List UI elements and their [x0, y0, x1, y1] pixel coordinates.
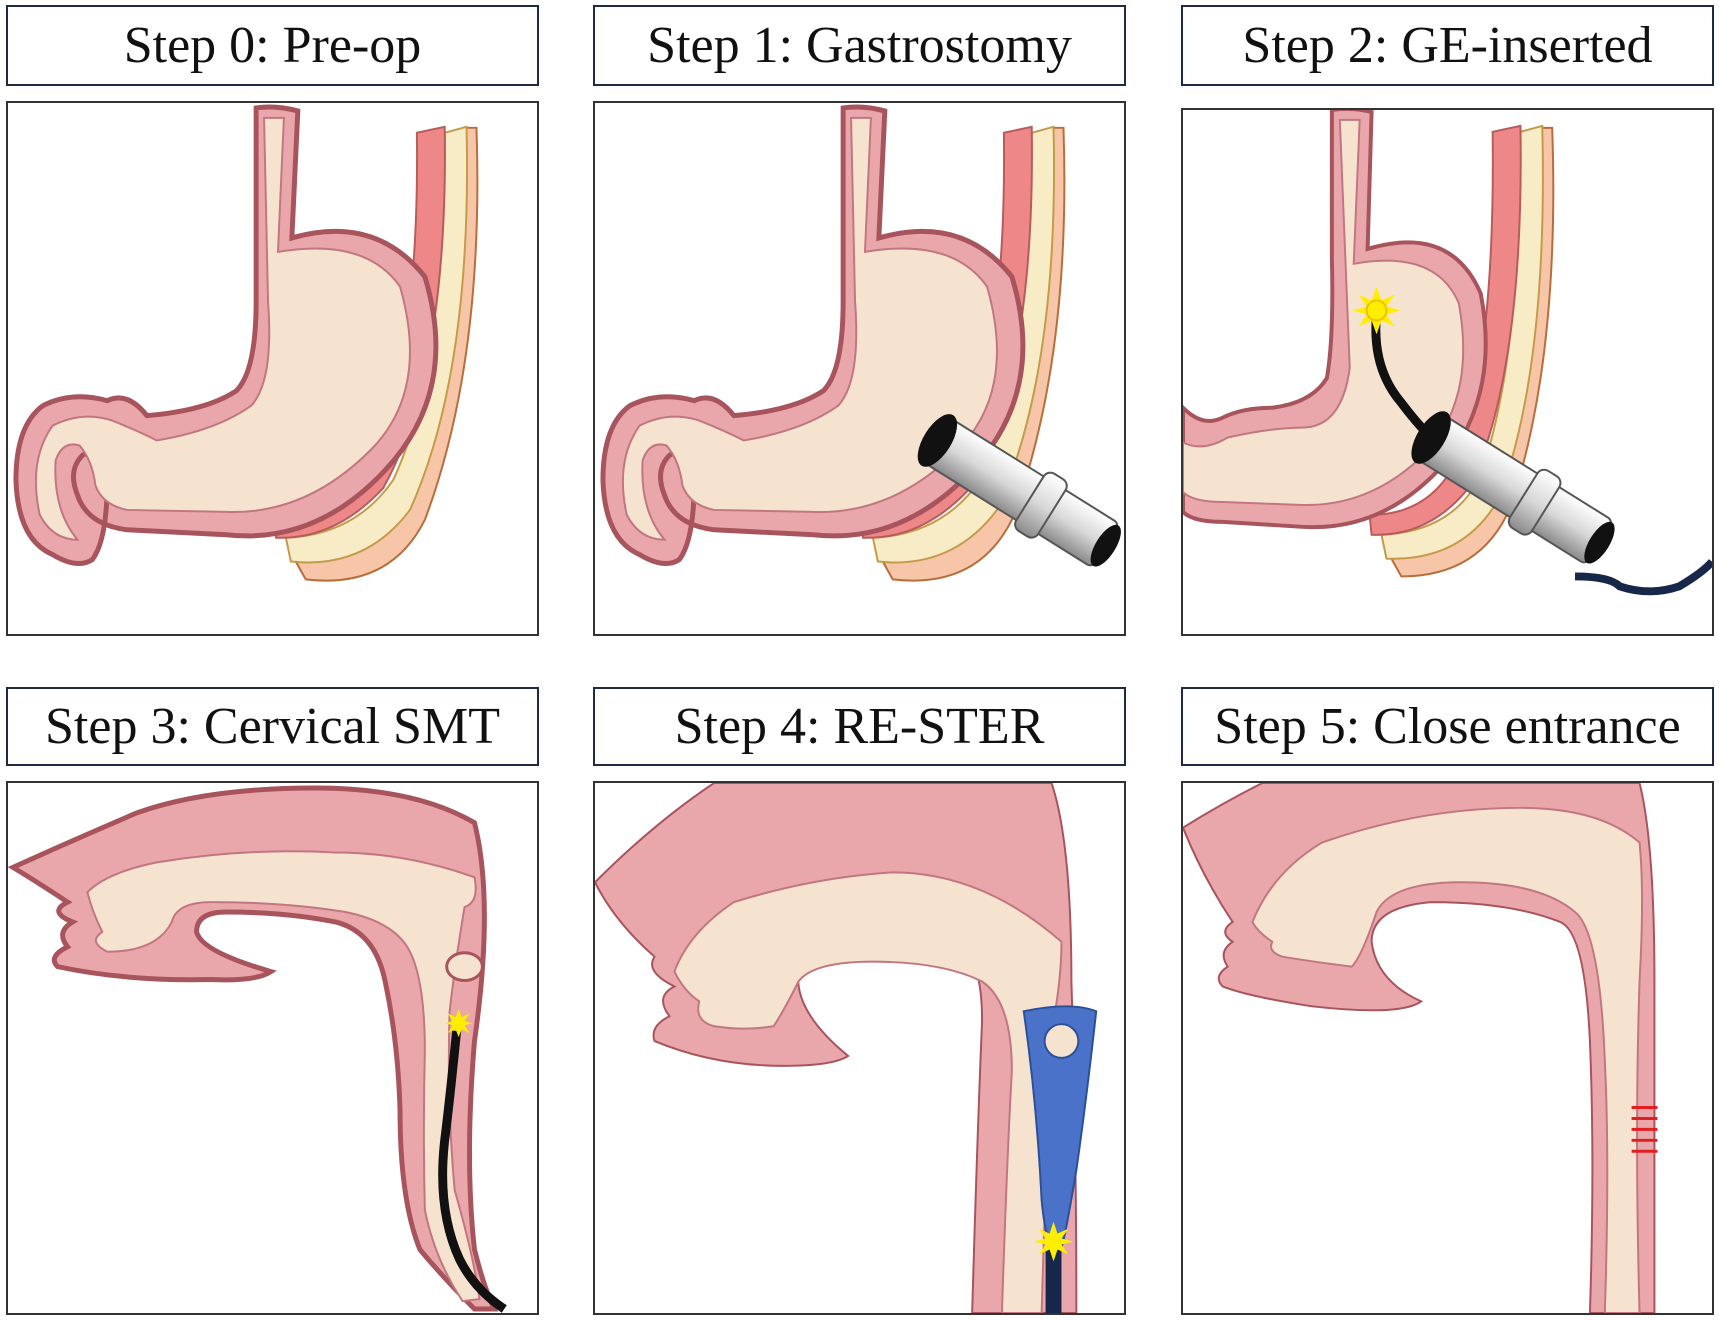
step-0-panel — [6, 101, 539, 636]
step-1-title: Step 1: Gastrostomy — [593, 5, 1126, 86]
clip-closure-icon — [1631, 1106, 1658, 1153]
gastrostomy-port-icon — [1411, 411, 1615, 564]
stomach-diagram — [13, 104, 479, 582]
step-4-title: Step 4: RE-STER — [593, 687, 1126, 766]
tumor-icon — [445, 951, 484, 982]
step-1-panel — [593, 101, 1126, 636]
endoscope-light-icon — [444, 1009, 473, 1038]
head-neck-diagram-closed — [1183, 783, 1658, 1313]
step-2-title: Step 2: GE-inserted — [1181, 5, 1714, 86]
endoscope-shaft — [1371, 314, 1435, 441]
step-5-panel — [1181, 781, 1714, 1315]
step-4-panel — [593, 781, 1126, 1315]
endoscope-light-icon — [1352, 286, 1401, 335]
cable-icon — [1575, 558, 1712, 596]
submucosal-tunnel — [1022, 1005, 1098, 1252]
gastrostomy-port-icon — [917, 414, 1121, 567]
step-3-panel — [6, 781, 539, 1315]
head-neck-diagram — [8, 785, 507, 1313]
head-neck-lumen — [86, 850, 481, 1303]
step-0-title: Step 0: Pre-op — [6, 5, 539, 86]
stomach-diagram-gastrostomy — [600, 104, 1121, 582]
step-5-title: Step 5: Close entrance — [1181, 687, 1714, 766]
stomach-diagram-ge-inserted — [1183, 110, 1712, 596]
step-2-panel — [1181, 108, 1714, 636]
tumor-icon — [1043, 1023, 1080, 1059]
step-3-title: Step 3: Cervical SMT — [6, 687, 539, 766]
endoscope-light-icon — [1033, 1221, 1074, 1262]
endoscope-shaft — [438, 1030, 507, 1313]
head-neck-diagram-rester — [595, 783, 1098, 1313]
stomach-lumen — [34, 116, 411, 541]
